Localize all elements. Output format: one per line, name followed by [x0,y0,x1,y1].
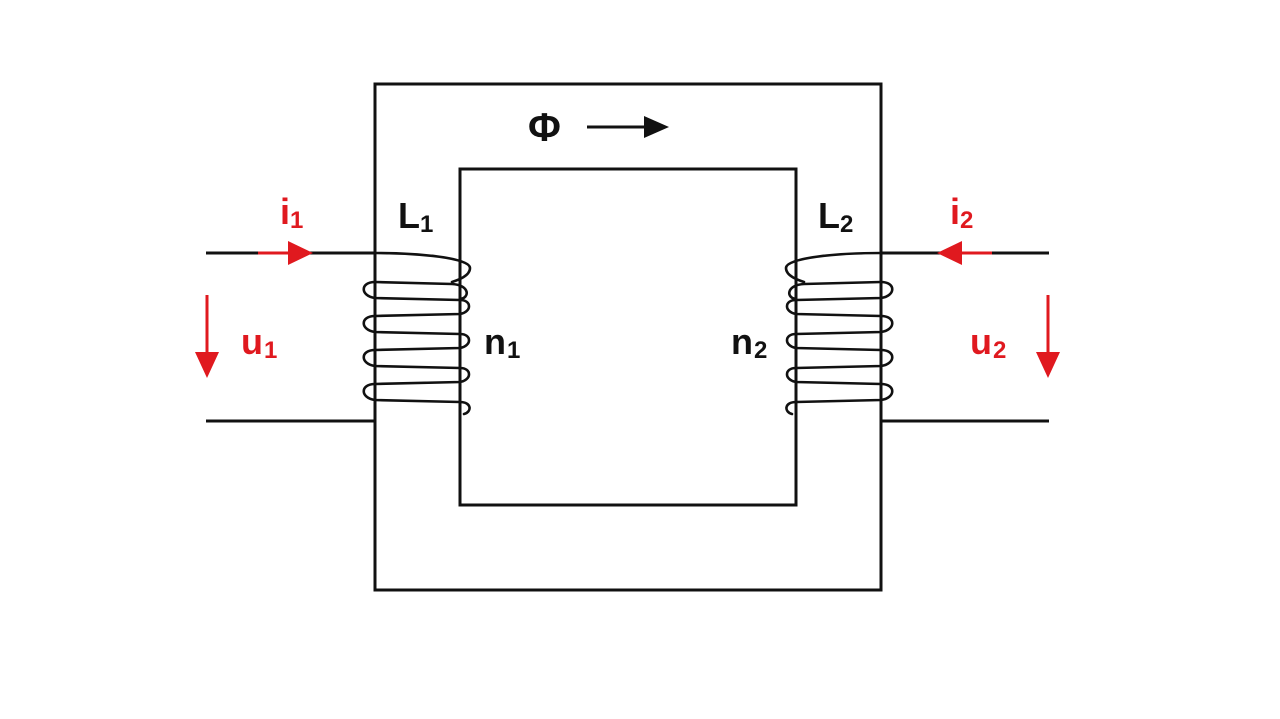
svg-text:1: 1 [264,337,277,364]
primary-voltage-label: u 1 [241,321,277,364]
svg-text:1: 1 [420,211,433,238]
svg-text:1: 1 [507,337,520,364]
svg-text:n: n [731,321,753,362]
svg-text:2: 2 [840,211,853,238]
svg-text:2: 2 [993,337,1006,364]
svg-text:i: i [950,191,960,232]
primary-voltage-arrow [195,295,219,378]
svg-text:2: 2 [960,207,973,234]
svg-text:i: i [280,191,290,232]
svg-text:u: u [241,321,263,362]
flux-arrow [587,116,669,138]
svg-text:L: L [398,195,420,236]
svg-text:n: n [484,321,506,362]
primary-current-arrow [258,241,313,265]
svg-text:u: u [970,321,992,362]
primary-inductance-label: L 1 [398,195,433,238]
flux-symbol: Φ [528,106,561,150]
primary-coil [362,251,472,416]
secondary-coil [784,251,894,416]
core-inner [458,167,798,507]
secondary-current-label: i 2 [950,191,973,234]
secondary-voltage-label: u 2 [970,321,1006,364]
svg-text:2: 2 [754,337,767,364]
secondary-turns-label: n 2 [731,321,767,364]
secondary-voltage-arrow [1036,295,1060,378]
primary-current-label: i 1 [280,191,303,234]
svg-text:L: L [818,195,840,236]
secondary-current-arrow [937,241,992,265]
core-outer [373,82,883,592]
primary-turns-label: n 1 [484,321,520,364]
svg-text:1: 1 [290,207,303,234]
secondary-inductance-label: L 2 [818,195,853,238]
